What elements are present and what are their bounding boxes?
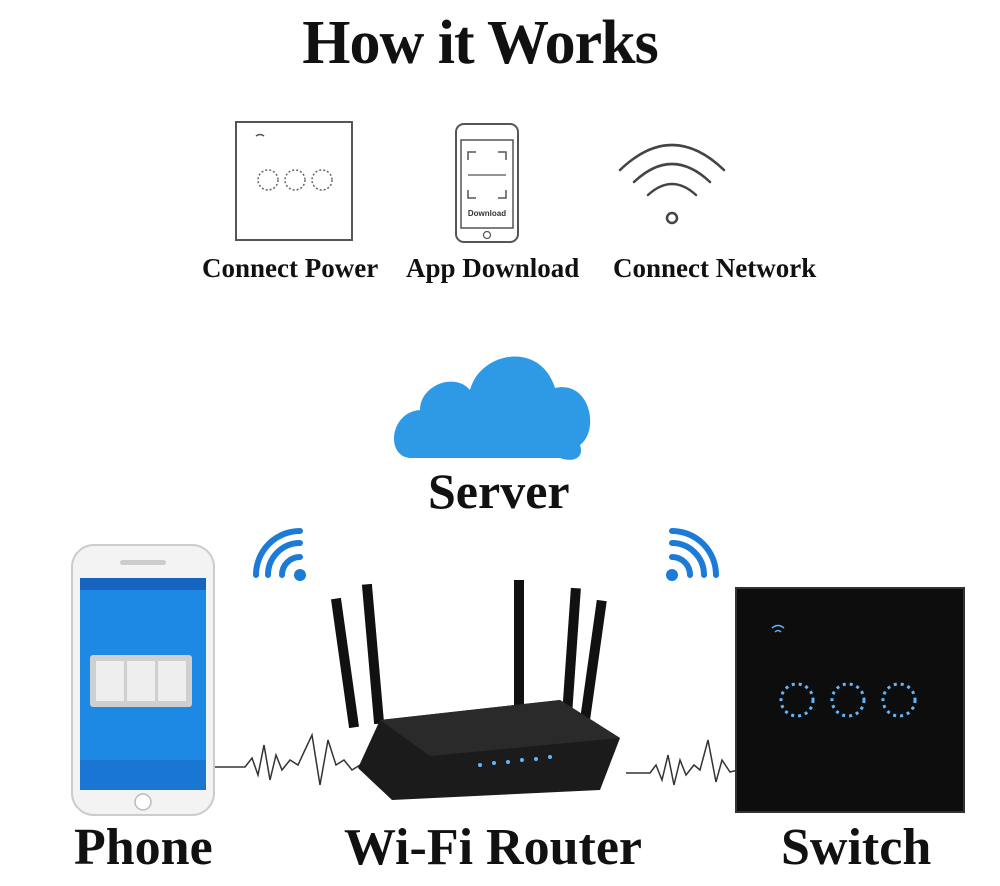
switch-panel-icon [235, 121, 353, 241]
step-label-connect-network: Connect Network [613, 253, 817, 283]
wifi-signal-right-icon [666, 528, 719, 581]
step-label-app-download: App Download [406, 253, 580, 283]
phone-download-icon: Download [455, 123, 519, 243]
server-label: Server [428, 463, 570, 519]
wifi-signal-left-icon [253, 528, 306, 581]
smartphone-icon [71, 544, 215, 816]
switch-label: Switch [781, 819, 932, 876]
touch-switch-icon [735, 587, 965, 813]
cloud-icon [393, 356, 591, 460]
download-text: Download [468, 209, 506, 218]
signal-wave-left [212, 732, 361, 786]
phone-label: Phone [74, 819, 213, 876]
step-label-connect-power: Connect Power [202, 253, 379, 283]
signal-wave-right [626, 739, 739, 786]
wifi-icon [618, 143, 726, 225]
router-label: Wi-Fi Router [344, 819, 642, 876]
router-icon [331, 580, 620, 800]
page-title: How it Works [302, 9, 658, 77]
